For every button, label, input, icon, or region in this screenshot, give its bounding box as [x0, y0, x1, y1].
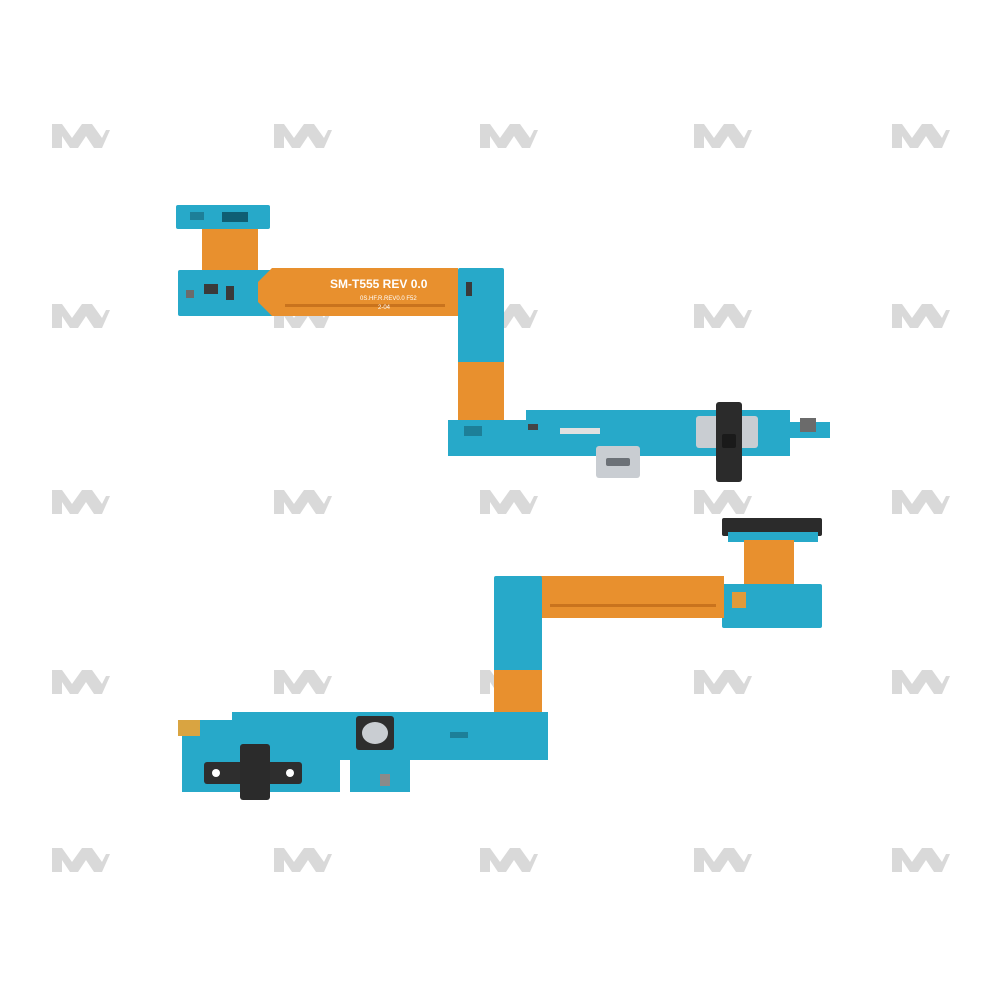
upper-bottom-component — [464, 426, 482, 436]
mn-logo-watermark — [694, 670, 752, 694]
upper-flex-board: SM-T555 REV 0.0 0S.HF.R.REV0.0 F52 2-04 — [176, 205, 830, 482]
home-button-dome — [362, 722, 388, 744]
upper-left-component — [226, 286, 234, 300]
mn-logo-watermark — [52, 490, 110, 514]
silkscreen-date: 2-04 — [378, 305, 391, 311]
mn-logo-watermark — [892, 124, 950, 148]
mn-logo-watermark — [274, 670, 332, 694]
mn-logo-watermark — [892, 490, 950, 514]
mn-logo-watermark — [694, 490, 752, 514]
upper-left-component — [186, 290, 194, 298]
upper-bottom-component — [560, 428, 600, 434]
mn-logo-watermark — [274, 848, 332, 872]
lower-board-connector — [722, 518, 822, 536]
silkscreen-code: 0S.HF.R.REV0.0 F52 — [360, 296, 417, 302]
mn-logo-watermark — [892, 304, 950, 328]
mn-logo-watermark — [480, 490, 538, 514]
silkscreen-model: SM-T555 REV 0.0 — [330, 277, 428, 291]
headphone-jack-hole — [722, 434, 736, 448]
lower-right-component — [732, 592, 746, 608]
upper-right-component — [466, 282, 472, 296]
lower-flex-trace — [550, 604, 716, 607]
screw-hole — [212, 769, 220, 777]
upper-bottom-component — [528, 424, 538, 430]
lower-flex-riser — [744, 540, 794, 586]
mn-logo-watermark — [892, 848, 950, 872]
upper-flex-drop — [458, 362, 504, 420]
upper-end-component — [800, 418, 816, 432]
mn-logo-watermark — [274, 124, 332, 148]
mn-logo-watermark — [694, 848, 752, 872]
upper-flex-trace — [285, 304, 445, 307]
upper-flex-riser — [202, 229, 258, 273]
upper-right-pcb — [458, 268, 504, 364]
upper-top-tab-detail — [190, 212, 204, 220]
mn-logo-watermark — [274, 490, 332, 514]
mn-logo-watermark — [694, 124, 752, 148]
lower-component — [450, 732, 468, 738]
mn-logo-watermark — [52, 670, 110, 694]
usb-port-opening — [606, 458, 630, 466]
lower-jack — [240, 744, 270, 800]
lower-corner-pcb — [494, 576, 542, 672]
upper-flex-ribbon — [258, 268, 458, 316]
mn-logo-watermark — [52, 848, 110, 872]
screw-hole — [286, 769, 294, 777]
mn-logo-watermark — [892, 670, 950, 694]
mn-logo-watermark — [480, 124, 538, 148]
lower-flex-board — [178, 518, 822, 800]
lower-gold-tab — [178, 720, 200, 736]
upper-left-component — [204, 284, 218, 294]
lower-component — [380, 774, 390, 786]
mn-logo-watermark — [52, 124, 110, 148]
mn-logo-watermark — [480, 848, 538, 872]
mn-logo-watermark — [52, 304, 110, 328]
lower-board-connector-pcb — [728, 532, 818, 542]
lower-right-pcb — [722, 584, 822, 628]
upper-top-tab-detail — [222, 212, 248, 222]
mn-logo-watermark — [694, 304, 752, 328]
lower-flex-ribbon — [540, 576, 724, 618]
